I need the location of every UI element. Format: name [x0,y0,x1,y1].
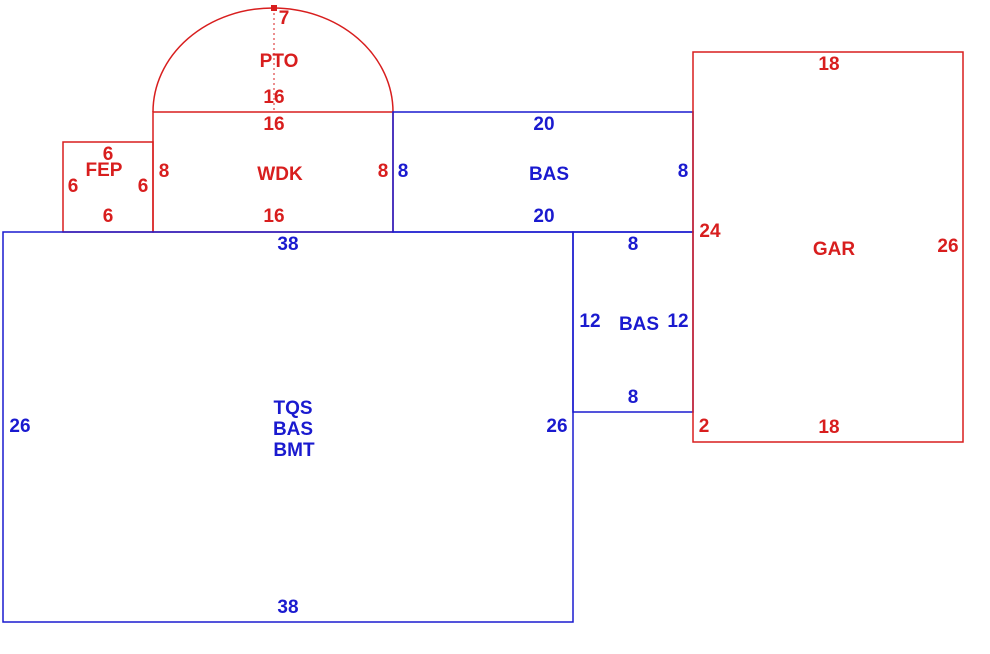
bas-top-bottom-dimension: 20 [533,206,554,227]
gar-label: GAR [813,239,856,260]
main-label-line-3: BMT [273,440,315,461]
bas-top-top-dimension: 20 [533,114,554,135]
gar-right-dimension: 26 [937,236,958,257]
pto-base-dimension: 16 [263,87,284,108]
bas-small-label: BAS [619,314,659,335]
bas-small-left-dimension: 12 [579,311,600,332]
main-bottom-dimension: 38 [277,597,298,618]
fep-bottom-dimension: 6 [103,206,114,227]
fep-left-dimension: 6 [68,176,79,197]
fep-top-dimension: 6 [103,144,114,165]
gar-outline [692,51,964,443]
main-outline [2,231,574,623]
wdk-top-dimension: 16 [263,114,284,135]
wdk-label: WDK [257,164,303,185]
bas-small-area: 8 12 BAS 12 8 [572,231,694,413]
pto-radius-marker [271,5,277,11]
gar-left-lower-dimension: 2 [699,416,710,437]
wdk-area: 16 WDK 16 8 8 [152,111,394,233]
main-label-line-1: TQS [273,398,312,419]
fep-right-dimension: 6 [138,176,149,197]
gar-top-dimension: 18 [818,54,839,75]
bas-top-right-dimension: 8 [678,161,689,182]
pto-radius-dimension: 7 [279,8,290,29]
fep-label: FEP [86,160,123,181]
bas-top-label: BAS [529,164,569,185]
pto-label: PTO [260,51,299,72]
gar-left-upper-dimension: 24 [699,221,721,242]
bas-small-top-dimension: 8 [628,234,639,255]
bas-top-area: 20 BAS 20 8 8 [392,111,694,233]
gar-area: 18 24 GAR 26 2 18 [692,51,964,443]
bas-top-left-dimension: 8 [398,161,409,182]
wdk-left-dimension: 8 [159,161,170,182]
main-left-dimension: 26 [9,416,30,437]
wdk-bottom-dimension: 16 [263,206,284,227]
main-right-dimension: 26 [546,416,567,437]
gar-bottom-dimension: 18 [818,417,839,438]
bas-small-right-dimension: 12 [667,311,688,332]
pto-area: 7 PTO 16 [152,5,394,113]
fep-area: 6 FEP 6 6 6 [62,141,154,233]
bas-small-bottom-dimension: 8 [628,387,639,408]
main-label-line-2: BAS [273,419,313,440]
wdk-right-dimension: 8 [378,161,389,182]
main-area: 38 TQS BAS BMT 26 26 38 [2,231,574,623]
main-top-dimension: 38 [277,234,298,255]
